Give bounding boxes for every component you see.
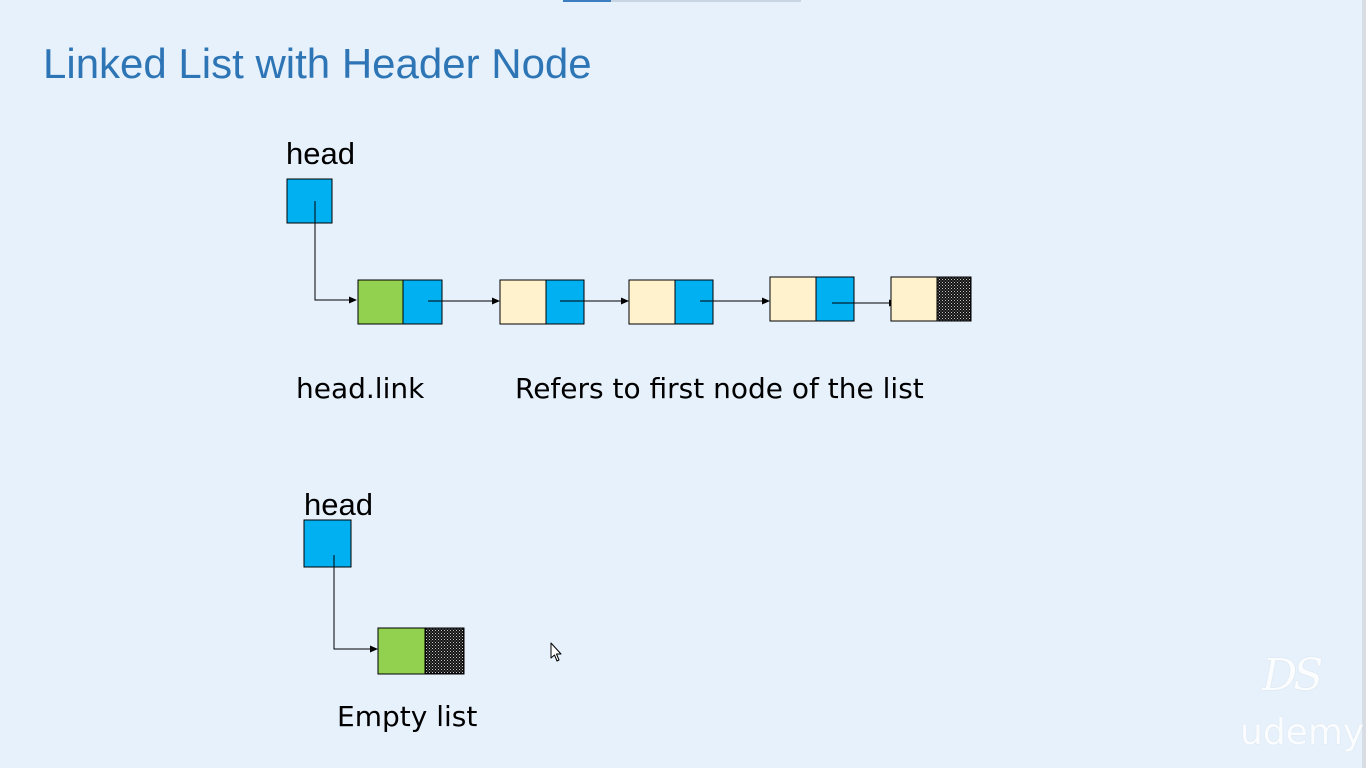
udemy-watermark: udemy (1240, 712, 1365, 753)
header-node-2 (377, 627, 465, 675)
list-node-1-link (545, 279, 585, 325)
window-edge (1362, 0, 1366, 768)
null-link-cell-1 (936, 276, 972, 322)
header-node-2-data (377, 627, 426, 675)
list-node-1 (499, 279, 585, 325)
head-label-2: head (304, 487, 373, 522)
ds-watermark-logo: DS (1262, 650, 1323, 701)
head-link-label: head.link (296, 372, 425, 405)
slide-progress-track (611, 0, 801, 2)
head-to-header-arrow-2 (333, 555, 378, 653)
list-node-3-data (769, 276, 817, 322)
mouse-cursor (550, 642, 562, 662)
head-pointer-box-2 (303, 519, 352, 568)
slide-title: Linked List with Header Node (43, 40, 592, 87)
list-node-2 (628, 279, 714, 325)
header-node (357, 279, 443, 325)
list-node-4-data (890, 276, 938, 322)
empty-list-caption: Empty list (337, 700, 478, 733)
header-node-data (357, 279, 404, 325)
first-node-caption: Refers to first node of the list (515, 372, 924, 405)
list-node-1-data (499, 279, 547, 325)
null-link-cell-2 (424, 627, 465, 675)
list-node-2-data (628, 279, 676, 325)
head-to-header-arrow (314, 201, 357, 304)
list-node-2-link (674, 279, 714, 325)
slide-progress-indicator (563, 0, 611, 2)
header-node-link (402, 279, 443, 325)
head-label-1: head (286, 136, 355, 171)
list-node-4 (890, 276, 972, 322)
list-node-3-link (815, 276, 855, 322)
list-node-3 (769, 276, 855, 322)
head-pointer-box (286, 178, 333, 224)
